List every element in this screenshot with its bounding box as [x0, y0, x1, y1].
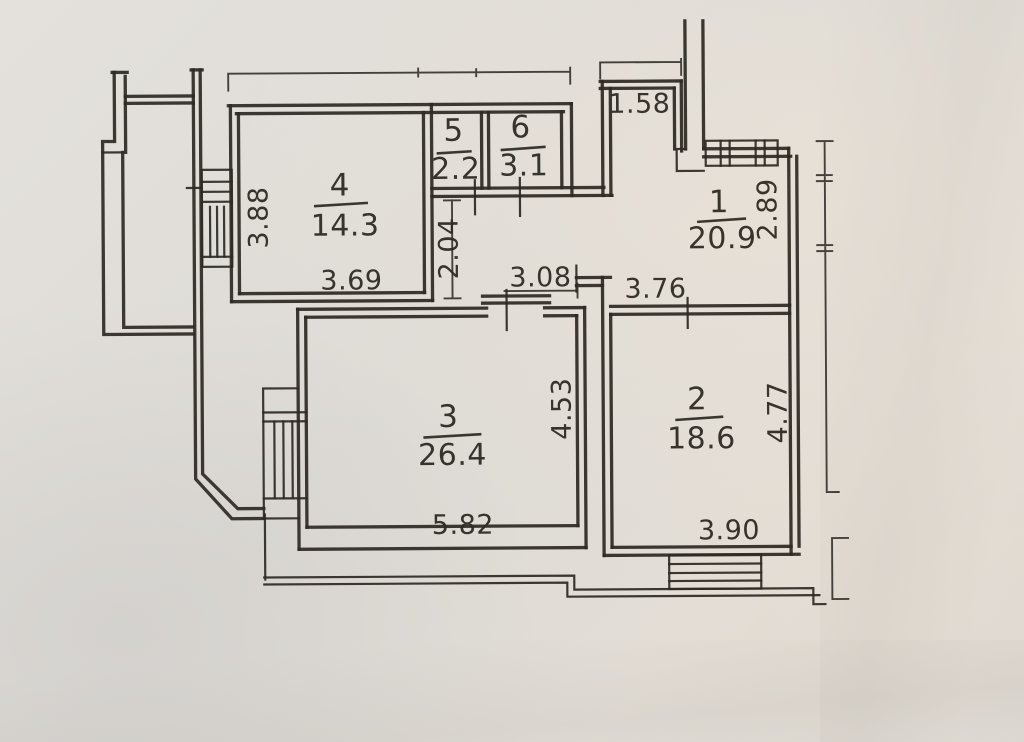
room-2-number: 2 [687, 381, 707, 417]
room-5-6-walls [430, 101, 614, 218]
room-6-area: 3.1 [499, 148, 548, 183]
room-4-number: 4 [330, 167, 350, 203]
room-1-number: 1 [709, 184, 729, 220]
room-4-walls [228, 102, 435, 304]
room-label-3: 3 26.4 [418, 399, 487, 473]
room-2-fraction-bar [675, 415, 724, 422]
room-4-fraction-bar [313, 201, 369, 208]
room-2-walls [574, 264, 801, 591]
dim-room1-depth: 2.89 [752, 178, 783, 240]
room-1-walls [701, 139, 801, 556]
dim-room2-top-width: 3.76 [624, 273, 686, 304]
room-3-area: 26.4 [418, 438, 487, 473]
room-label-4: 4 14.3 [311, 167, 380, 243]
room-5-area: 2.2 [431, 152, 480, 187]
room-label-1: 1 20.9 [688, 184, 757, 256]
room-3-number: 3 [438, 399, 458, 435]
floor-plan-walls [100, 19, 827, 606]
room-label-5: 5 2.2 [431, 113, 480, 187]
dim-room4-depth: 3.88 [243, 186, 274, 248]
dim-room2-width: 3.90 [698, 515, 760, 546]
shaft-walls [598, 19, 706, 198]
right-dimension-line [815, 140, 840, 494]
top-dimension-line [227, 66, 572, 92]
room-5-number: 5 [443, 113, 463, 149]
bottom-exterior-wall [263, 574, 827, 606]
dimension-labels: 3.88 3.69 2.04 3.08 1.58 2.89 3.76 4.53 … [243, 89, 794, 547]
room-3-fraction-bar [423, 432, 482, 439]
dimension-lines [227, 58, 850, 601]
room-1-fraction-bar [697, 217, 747, 224]
dim-hall-width: 2.04 [434, 217, 465, 279]
hall-door-dimension-line [503, 282, 579, 299]
shaft-dimension-line [599, 58, 683, 80]
dim-room3-width: 5.82 [432, 510, 494, 541]
dim-hall-passage: 3.08 [509, 262, 571, 293]
room-labels: 4 14.3 5 2.2 6 3.1 1 20.9 [311, 109, 757, 473]
room-5-fraction-bar [436, 149, 472, 155]
stairwell-walls [100, 68, 267, 581]
balcony-bracket [831, 536, 850, 601]
room-6-fraction-bar [500, 145, 546, 152]
room-4-area: 14.3 [311, 208, 380, 243]
room-1-area: 20.9 [688, 221, 757, 256]
dim-room4-width: 3.69 [320, 265, 382, 296]
room-label-6: 6 3.1 [499, 109, 548, 183]
room-label-2: 2 18.6 [667, 381, 736, 456]
room-6-number: 6 [510, 109, 530, 145]
room-2-area: 18.6 [667, 421, 736, 456]
dim-shaft-width: 1.58 [608, 89, 670, 120]
room-4-5-6-top-wall [226, 101, 574, 116]
dim-room3-depth: 4.53 [547, 378, 578, 440]
room-3-walls [261, 288, 588, 551]
dim-room2-depth: 4.77 [763, 381, 794, 443]
hall-width-dimension-line [443, 199, 462, 300]
